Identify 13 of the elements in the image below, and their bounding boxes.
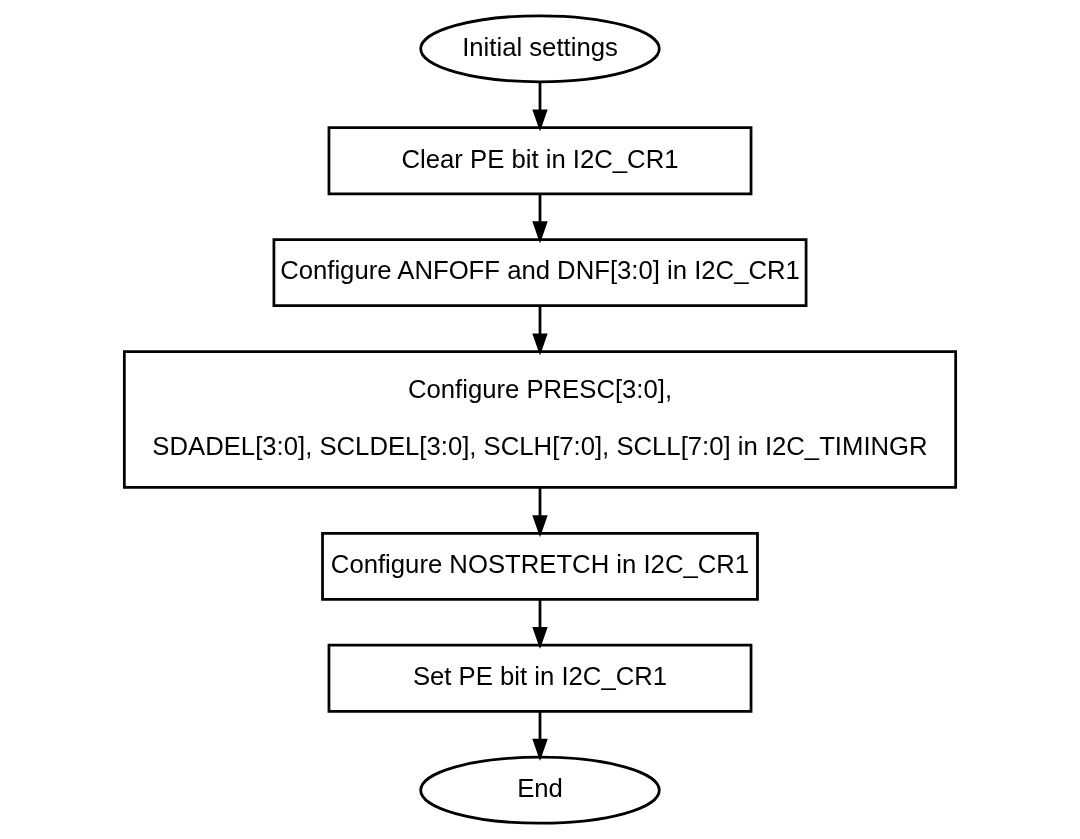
node-box: Clear PE bit in I2C_CR1 xyxy=(327,126,753,196)
node-ellipse: Initial settings xyxy=(419,14,661,84)
node-box: Set PE bit in I2C_CR1 xyxy=(327,643,753,713)
node-box: Configure ANFOFF and DNF[3:0] in I2C_CR1 xyxy=(272,238,808,308)
node-ellipse: End xyxy=(419,755,661,825)
arrow xyxy=(532,487,548,538)
arrow xyxy=(532,711,548,761)
arrow xyxy=(532,599,548,649)
arrow xyxy=(532,193,548,244)
arrow xyxy=(532,81,548,132)
arrow xyxy=(532,306,548,356)
node-box: Configure NOSTRETCH in I2C_CR1 xyxy=(321,531,759,601)
node-box: Configure PRESC[3:0], SDADEL[3:0], SCLDEL[3:0], SCLH[7:0], SCLL[7:0] in I2C_TIMINGR xyxy=(122,350,958,489)
